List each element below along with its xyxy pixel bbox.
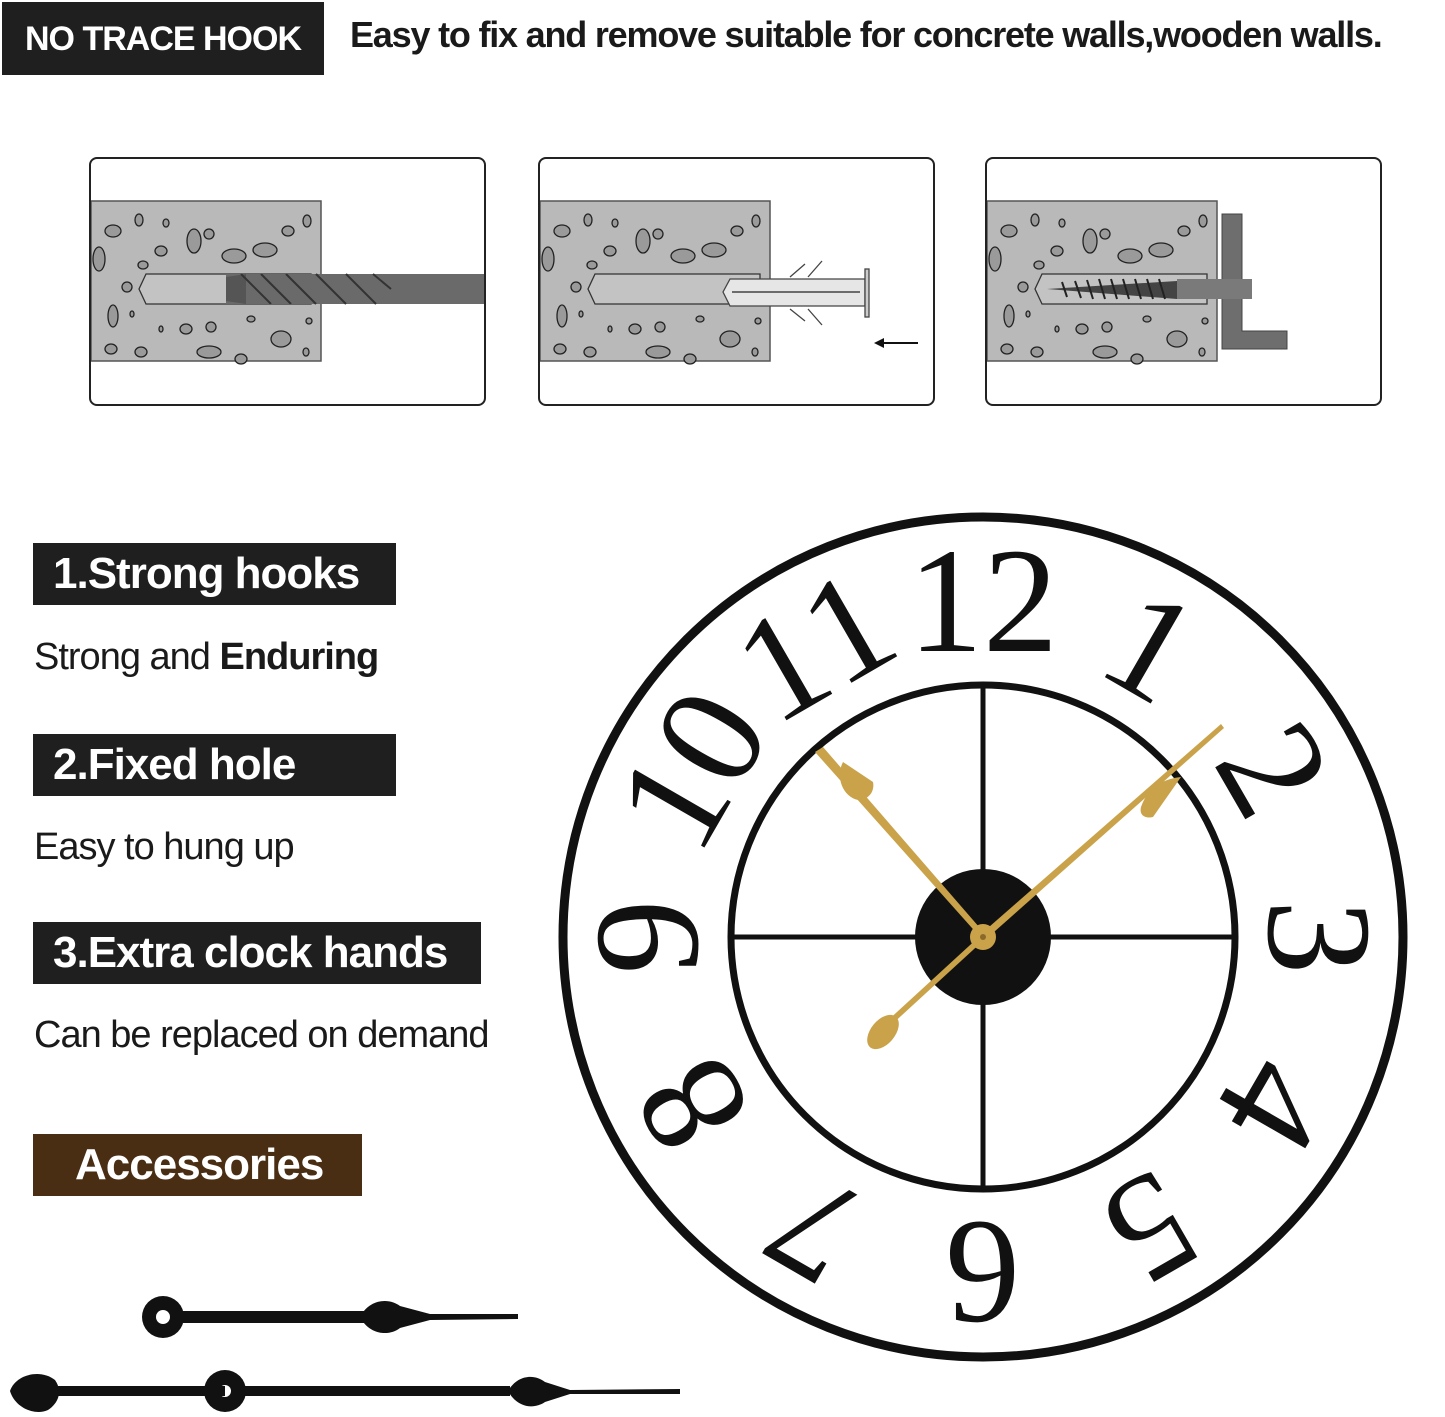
feature-1-desc-suffix: Enduring — [219, 636, 379, 678]
insert-wall-anchor-icon — [540, 200, 918, 365]
spare-hour-hand-icon — [142, 1296, 518, 1338]
clock-outer-ring — [558, 512, 1408, 1362]
step-3-screw-panel — [985, 157, 1382, 406]
clock-numeral-4: 4 — [1183, 1031, 1364, 1179]
clock-numeral-1: 1 — [1077, 555, 1225, 736]
header-description: Easy to fix and remove suitable for conc… — [350, 14, 1383, 55]
step-1-drill-panel — [89, 157, 486, 406]
no-trace-hook-badge: NO TRACE HOOK — [2, 2, 324, 75]
clock-numeral-5: 5 — [1077, 1137, 1225, 1318]
accessories-badge: Accessories — [33, 1134, 362, 1196]
feature-2-desc: Easy to hung up — [34, 826, 295, 868]
clock-numeral-6: 6 — [946, 1190, 1021, 1356]
clock-numeral-12: 12 — [908, 518, 1058, 684]
clock-numeral-2: 2 — [1183, 695, 1364, 843]
clock-numeral-9: 9 — [564, 900, 730, 975]
feature-3-title: 3.Extra clock hands — [33, 922, 481, 984]
spare-minute-hand-icon — [10, 1370, 680, 1412]
spare-hands-group — [10, 1296, 680, 1412]
screw-hook-into-anchor-icon — [987, 200, 1288, 365]
drill-into-concrete-icon — [91, 200, 484, 365]
feature-3-desc: Can be replaced on demand — [34, 1014, 490, 1056]
feature-1-title: 1.Strong hooks — [33, 543, 396, 605]
feature-1-desc-prefix: Strong and — [34, 636, 211, 678]
counterweight — [867, 1014, 899, 1050]
clock-numeral-7: 7 — [741, 1137, 889, 1318]
clock-numeral-3: 3 — [1236, 900, 1402, 975]
feature-1-desc: Strong and Enduring — [34, 636, 379, 679]
feature-2-title: 2.Fixed hole — [33, 734, 396, 796]
clock-minute-hand — [867, 724, 1224, 1050]
left-arrow-icon — [874, 338, 918, 348]
clock-numeral-8: 8 — [601, 1031, 782, 1179]
clock-hour-hand — [815, 747, 986, 937]
step-2-anchor-panel — [538, 157, 935, 406]
